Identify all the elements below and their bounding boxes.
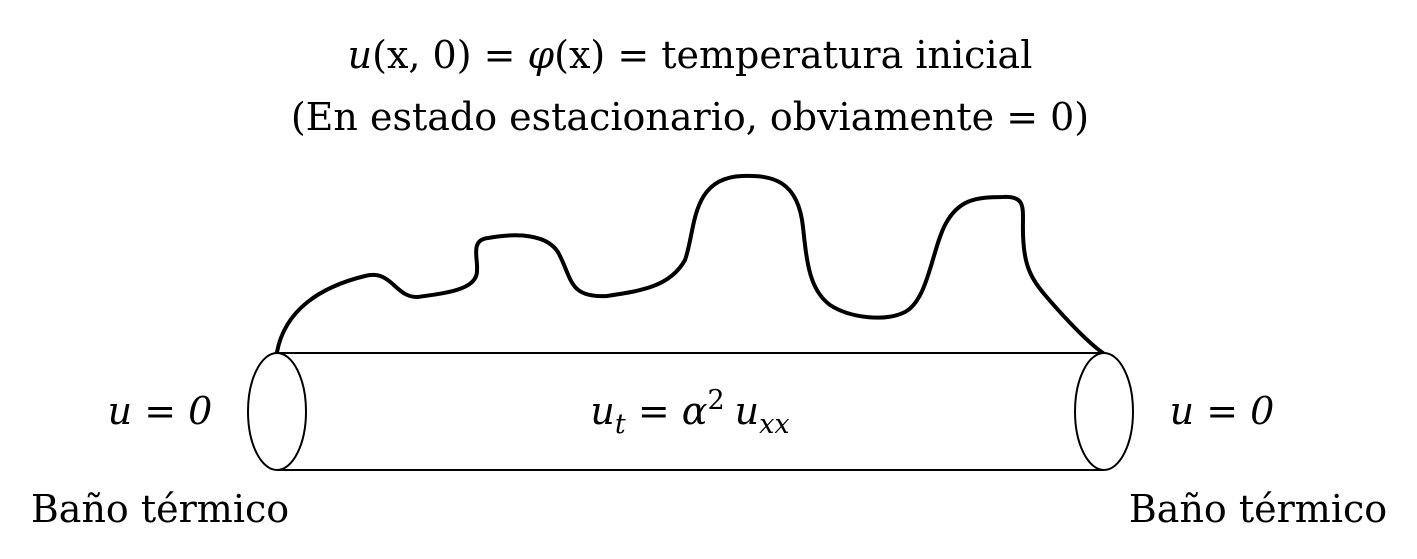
initial-phi-arg: (x) = bbox=[554, 33, 661, 77]
eq-sub-xx: xx bbox=[759, 409, 789, 440]
left-heat-bath-label: Baño térmico bbox=[31, 487, 289, 531]
initial-phi: φ bbox=[528, 33, 555, 77]
eq-equals: = bbox=[626, 389, 682, 433]
initial-u: u bbox=[348, 33, 372, 77]
right-heat-bath-label: Baño térmico bbox=[1129, 487, 1387, 531]
initial-args: (x, 0) = bbox=[372, 33, 527, 77]
rod-left-end bbox=[247, 352, 307, 471]
eq-u2: u bbox=[735, 389, 759, 433]
left-boundary-condition: u = 0 bbox=[108, 389, 213, 433]
eq-sup-2: 2 bbox=[707, 385, 724, 416]
eq-alpha: α bbox=[682, 389, 708, 433]
initial-temperature-curve bbox=[275, 173, 1105, 355]
right-boundary-condition: u = 0 bbox=[1170, 389, 1275, 433]
initial-condition-text: temperatura inicial bbox=[661, 33, 1032, 77]
rod-right-end bbox=[1074, 352, 1134, 471]
eq-u: u bbox=[590, 389, 614, 433]
steady-state-note: (En estado estacionario, obviamente = 0) bbox=[291, 95, 1089, 139]
eq-sub-t: t bbox=[615, 409, 626, 440]
initial-condition-formula: u(x, 0) = φ(x) = temperatura inicial bbox=[348, 33, 1033, 77]
